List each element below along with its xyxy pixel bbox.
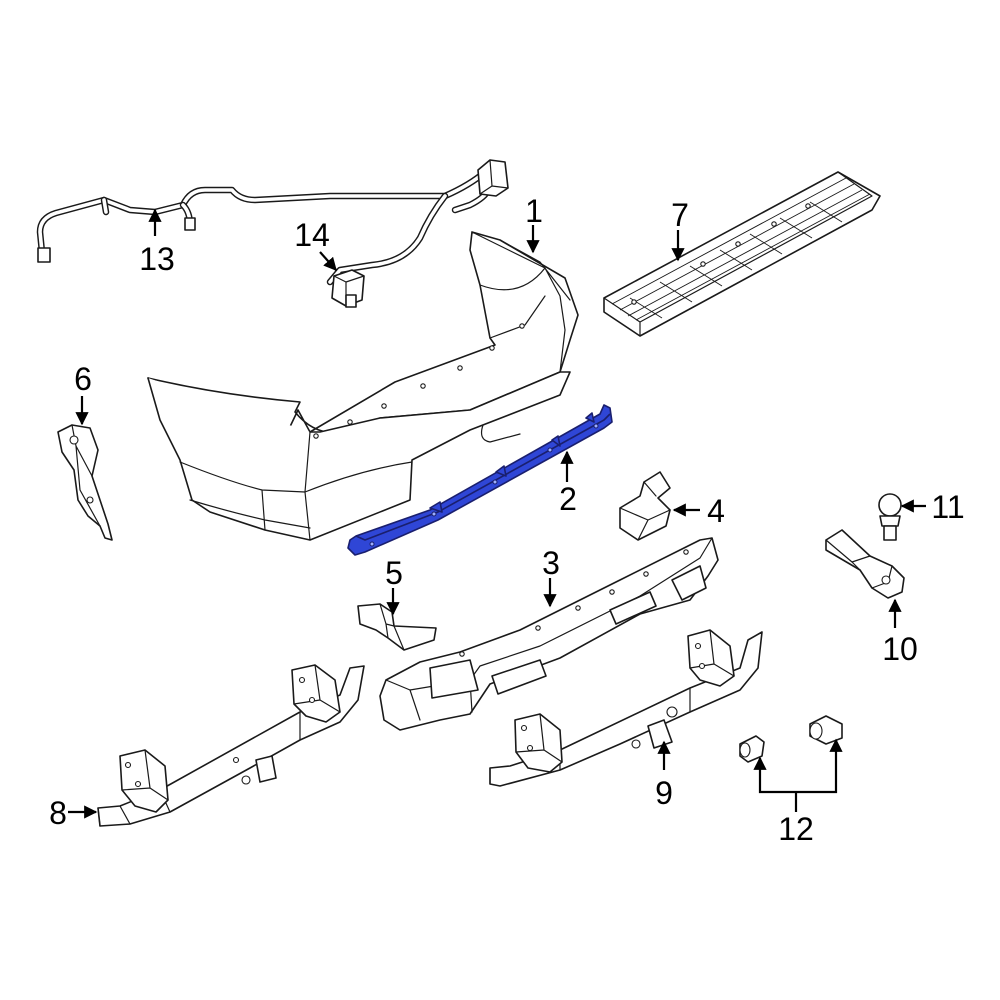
callout-14: 14	[294, 217, 330, 253]
callout-2: 2	[559, 481, 577, 517]
sensor-connector-part[interactable]	[331, 269, 365, 308]
callout-1: 1	[525, 193, 543, 229]
callout-5: 5	[385, 555, 403, 591]
trailer-hitch-right-part[interactable]	[489, 629, 763, 787]
callout-13: 13	[139, 241, 175, 277]
trailer-hitch-left-part[interactable]	[97, 664, 365, 827]
callout-6: 6	[74, 361, 92, 397]
callout-3: 3	[542, 545, 560, 581]
wiring-harness-part[interactable]	[36, 159, 509, 286]
callout-7: 7	[671, 197, 689, 233]
ball-mount-part[interactable]	[825, 529, 905, 599]
callout-10: 10	[882, 631, 918, 667]
parking-sensor-left-part[interactable]	[739, 735, 765, 763]
reinforcement-bar-part[interactable]	[347, 404, 613, 556]
side-bracket-part[interactable]	[57, 424, 113, 541]
callout-11: 11	[931, 489, 964, 525]
energy-absorber-part[interactable]	[379, 537, 719, 731]
parking-sensor-right-part[interactable]	[809, 715, 843, 745]
callout-12: 12	[778, 811, 814, 847]
callout-8: 8	[49, 795, 67, 831]
leader-lines	[68, 208, 926, 819]
reinforcement-bar-shape	[347, 404, 613, 556]
step-pad-part[interactable]	[603, 171, 881, 337]
hitch-ball-part[interactable]	[878, 493, 902, 541]
bracket-left-part[interactable]	[357, 603, 437, 651]
bracket-right-part[interactable]	[619, 471, 671, 541]
callout-4: 4	[707, 493, 725, 529]
callout-9: 9	[655, 775, 673, 811]
bumper-cover-part[interactable]	[147, 231, 579, 541]
callout-labels: 1 2 3 4 5 6 7 8 9 10 11 12 13 14	[49, 193, 965, 847]
